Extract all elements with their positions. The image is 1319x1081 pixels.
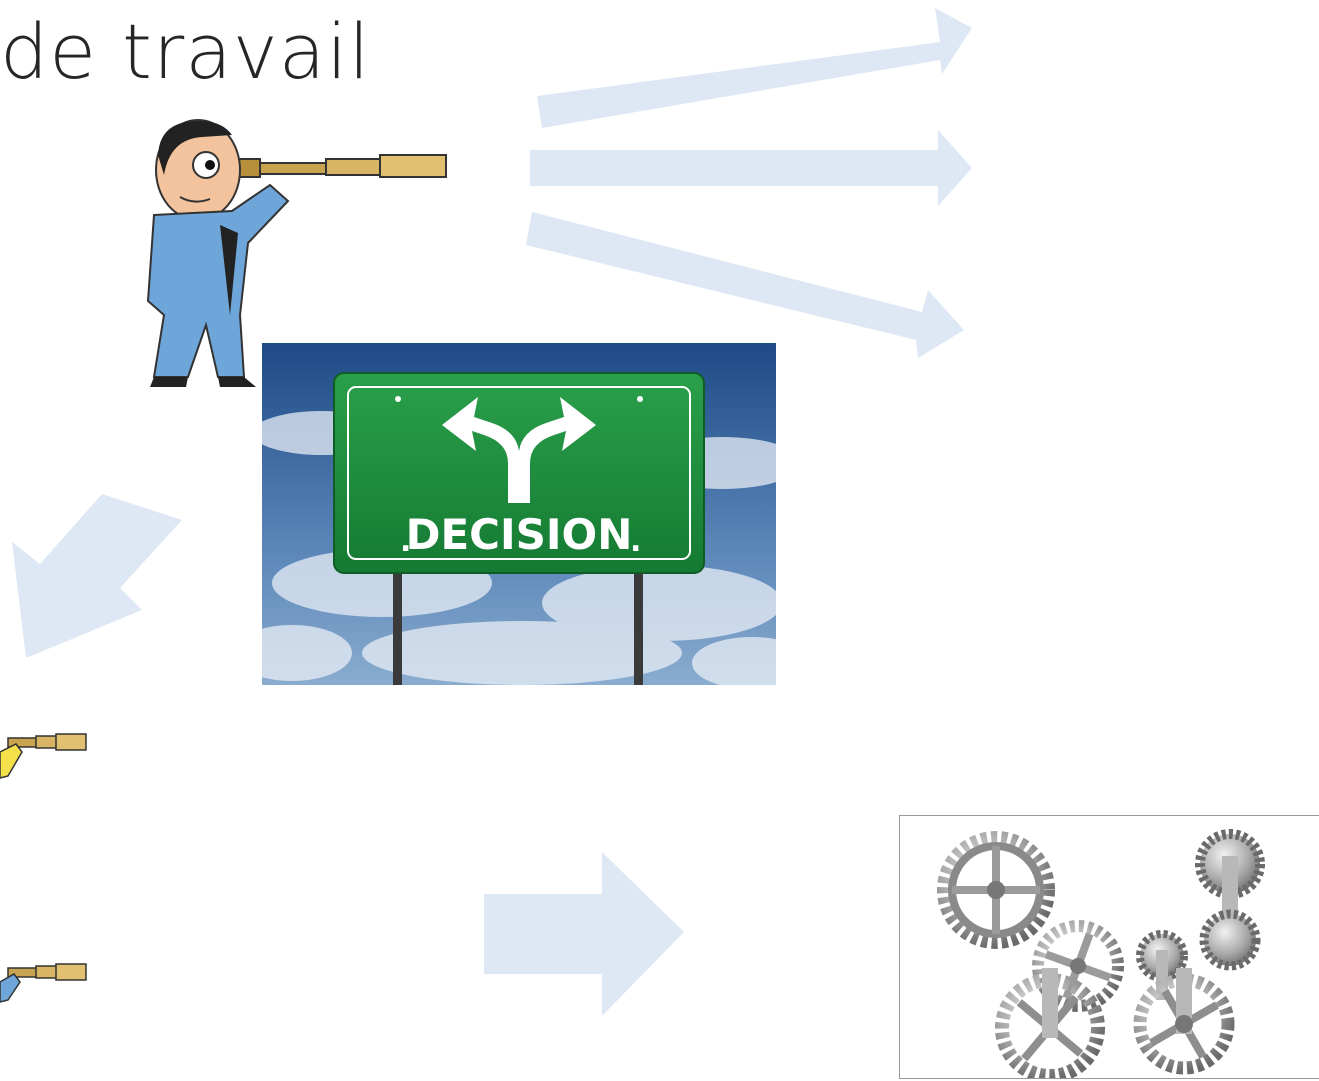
gears-icon bbox=[937, 829, 1265, 1078]
slide-title: de travail bbox=[0, 7, 371, 96]
svg-text:.: . bbox=[630, 524, 641, 559]
svg-text:.: . bbox=[400, 524, 411, 559]
arrow-up-right-icon bbox=[537, 8, 972, 128]
telescope-man-partial-icon bbox=[0, 733, 87, 779]
telescope-man-partial-icon bbox=[0, 963, 87, 1003]
decision-sign-icon: DECISION . . bbox=[262, 343, 776, 685]
telescope-man-icon bbox=[146, 119, 447, 387]
arrow-down-left-icon bbox=[12, 494, 182, 658]
decision-sign-label: DECISION bbox=[406, 510, 633, 559]
gears-image-frame bbox=[899, 815, 1319, 1079]
arrow-down-right-icon bbox=[526, 212, 964, 358]
fan-arrows bbox=[526, 8, 972, 358]
arrow-right-icon bbox=[530, 130, 972, 206]
arrow-right-large-icon bbox=[484, 852, 684, 1016]
